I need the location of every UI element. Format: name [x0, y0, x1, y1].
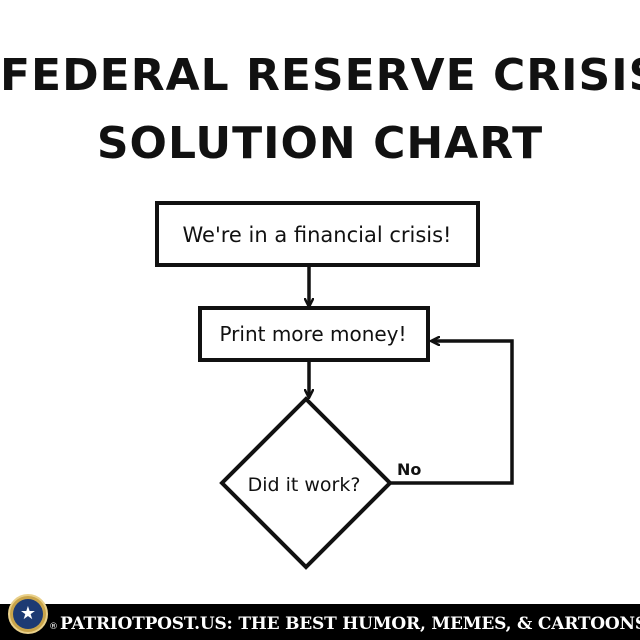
- decision-label: Did it work?: [248, 474, 361, 496]
- footer-bar: [0, 604, 640, 640]
- arrow-no-loop-back: [390, 341, 514, 485]
- registered-mark: ®: [49, 622, 58, 632]
- footer-text: PATRIOTPOST.US: THE BEST HUMOR, MEMES, &…: [60, 614, 640, 634]
- chart-title-line-2: SOLUTION CHART: [96, 118, 544, 169]
- no-label: No: [397, 460, 421, 479]
- star-icon: ★: [13, 599, 43, 629]
- chart-title-line-1: FEDERAL RESERVE CRISIS: [0, 50, 640, 101]
- patriot-post-logo: ★: [8, 594, 48, 634]
- start-box-label: We're in a financial crisis!: [183, 223, 452, 247]
- decision-diamond: [219, 396, 393, 570]
- start-box: [155, 201, 480, 267]
- action-box-label: Print more money!: [219, 322, 406, 346]
- action-box: [198, 306, 430, 362]
